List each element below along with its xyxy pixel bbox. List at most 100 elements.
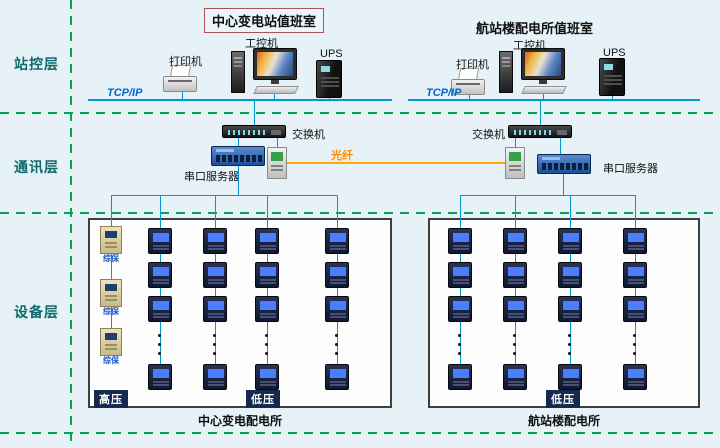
pc-stand <box>539 80 547 84</box>
pc-monitor <box>253 48 297 80</box>
pc-stand <box>271 80 279 84</box>
power-meter-icon <box>448 296 472 322</box>
connection-line <box>111 195 112 346</box>
connection-line <box>274 92 275 100</box>
power-meter-icon <box>203 296 227 322</box>
ellipsis-dot <box>213 334 216 337</box>
power-meter-icon <box>148 262 172 288</box>
left-workstation-icon <box>231 48 301 96</box>
connection-line <box>560 138 561 154</box>
power-meter-icon <box>148 228 172 254</box>
connection-line <box>563 174 564 195</box>
network-bus-line <box>460 195 636 196</box>
right-serial-server-label: 串口服务器 <box>603 163 658 175</box>
left-ups-label: UPS <box>320 48 343 60</box>
power-meter-icon <box>325 228 349 254</box>
power-meter-icon <box>558 296 582 322</box>
ellipsis-dot <box>633 343 636 346</box>
power-meter-icon <box>623 228 647 254</box>
power-meter-icon <box>203 364 227 390</box>
left-tcpip-label: TCP/IP <box>107 87 143 99</box>
power-meter-icon <box>558 262 582 288</box>
right-room-title: 航站楼配电所值班室 <box>476 21 594 36</box>
high-voltage-badge: 高压 <box>94 390 128 408</box>
protection-relay-icon <box>100 226 122 254</box>
protection-relay-unit: 综保 <box>99 328 123 366</box>
ellipsis-dot <box>568 334 571 337</box>
fiber-line <box>287 162 505 164</box>
power-meter-icon <box>325 364 349 390</box>
right-tcpip-label: TCP/IP <box>426 87 462 99</box>
protection-relay-label: 综保 <box>103 307 119 316</box>
left-serial-server-icon <box>211 146 265 166</box>
connection-line <box>238 138 239 146</box>
ellipsis-dot <box>265 334 268 337</box>
ellipsis-dot <box>158 352 161 355</box>
ellipsis-dot <box>458 343 461 346</box>
left-serial-server-label: 串口服务器 <box>184 171 239 183</box>
right-panel-caption: 航站楼配电所 <box>527 414 600 428</box>
power-meter-icon <box>623 262 647 288</box>
left-printer-icon <box>163 65 199 92</box>
left-pc-label: 工控机 <box>245 38 278 50</box>
connection-line <box>182 92 183 100</box>
connection-line <box>254 101 255 125</box>
power-meter-icon <box>255 228 279 254</box>
power-meter-icon <box>148 296 172 322</box>
ellipsis-dot <box>158 343 161 346</box>
ellipsis-dot <box>158 334 161 337</box>
power-meter-icon <box>448 228 472 254</box>
pc-keyboard <box>521 86 567 94</box>
left-printer-label: 打印机 <box>169 56 202 68</box>
left-switch-icon <box>222 125 286 138</box>
protection-relay-label: 综保 <box>103 356 119 365</box>
power-meter-icon <box>623 296 647 322</box>
low-voltage-badge-right: 低压 <box>546 390 580 408</box>
right-switch-label: 交换机 <box>472 129 505 141</box>
pc-screen <box>525 52 561 76</box>
ellipsis-dot <box>458 334 461 337</box>
left-media-converter-icon <box>267 147 287 179</box>
ellipsis-dot <box>213 352 216 355</box>
left-panel-caption: 中心变电配电所 <box>197 414 282 428</box>
protection-relay-unit: 综保 <box>99 226 123 264</box>
right-printer-label: 打印机 <box>456 59 489 71</box>
power-meter-icon <box>325 296 349 322</box>
connection-line <box>540 101 541 125</box>
network-bus-line <box>88 99 392 101</box>
right-workstation-icon <box>499 48 569 96</box>
power-meter-icon <box>558 364 582 390</box>
left-ups-icon <box>316 60 342 98</box>
pc-screen <box>257 52 293 76</box>
protection-relay-icon <box>100 279 122 307</box>
network-bus-line <box>111 195 338 196</box>
fiber-label: 光纤 <box>331 150 353 162</box>
power-meter-icon <box>255 262 279 288</box>
ellipsis-dot <box>633 352 636 355</box>
power-meter-icon <box>203 262 227 288</box>
connection-line <box>277 138 278 147</box>
ellipsis-dot <box>513 352 516 355</box>
ellipsis-dot <box>513 334 516 337</box>
layer-divider-station-comm <box>0 112 720 114</box>
connection-line <box>515 138 516 147</box>
layer-divider-vertical <box>70 0 72 448</box>
power-meter-icon <box>448 364 472 390</box>
left-switch-label: 交换机 <box>292 129 325 141</box>
ellipsis-dot <box>513 343 516 346</box>
low-voltage-badge-left: 低压 <box>246 390 280 408</box>
ellipsis-dot <box>633 334 636 337</box>
pc-monitor <box>521 48 565 80</box>
printer-body <box>451 79 485 95</box>
layer-divider-bottom <box>0 432 720 434</box>
ellipsis-dot <box>265 343 268 346</box>
connection-line <box>469 94 470 100</box>
connection-line <box>612 94 613 100</box>
right-ups-icon <box>599 58 625 96</box>
ellipsis-dot <box>335 343 338 346</box>
right-printer-icon <box>451 68 487 95</box>
ellipsis-dot <box>335 352 338 355</box>
ellipsis-dot <box>458 352 461 355</box>
power-meter-icon <box>503 262 527 288</box>
